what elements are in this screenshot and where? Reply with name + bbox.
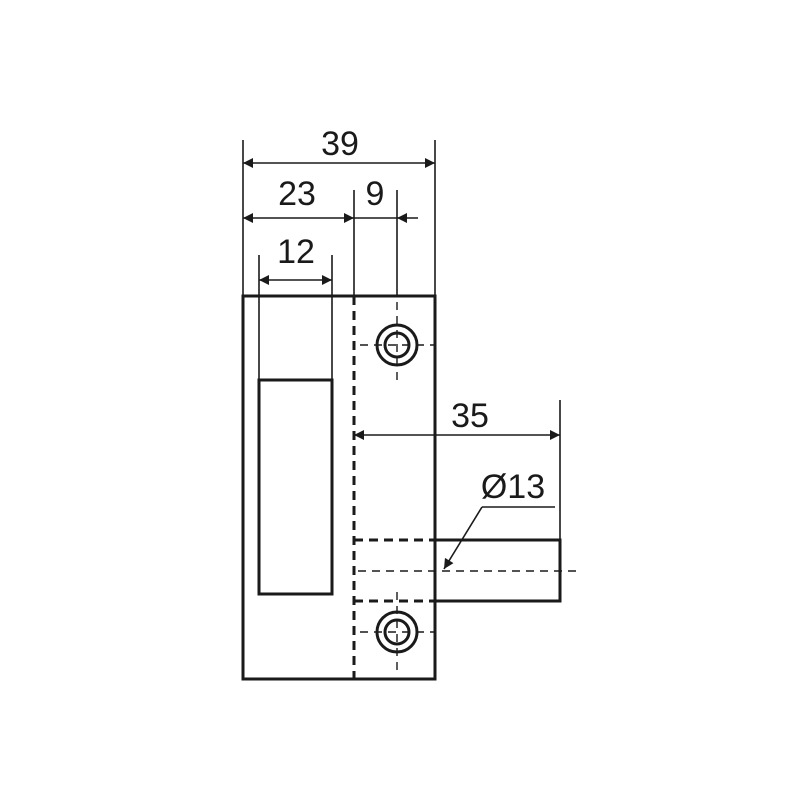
- dimension-diameter-13: Ø13: [443, 468, 555, 570]
- dimension-label: 9: [366, 175, 385, 213]
- dimension-39: 39: [242, 125, 436, 296]
- screw-hole-top-icon: [360, 302, 435, 382]
- dimension-label: 12: [277, 233, 315, 271]
- dimension-label: 35: [451, 397, 489, 435]
- slot-outline: [257, 378, 334, 596]
- dimension-9: 9: [354, 175, 418, 296]
- dimension-35: 35: [354, 397, 561, 540]
- dimension-label: Ø13: [481, 468, 545, 506]
- dimension-label: 23: [278, 175, 316, 213]
- dimension-12: 12: [258, 233, 333, 380]
- screw-hole-bottom-icon: [360, 592, 435, 670]
- dimension-label: 39: [321, 125, 359, 163]
- dimension-23: 23: [243, 175, 355, 296]
- plate-outline: [241, 294, 437, 681]
